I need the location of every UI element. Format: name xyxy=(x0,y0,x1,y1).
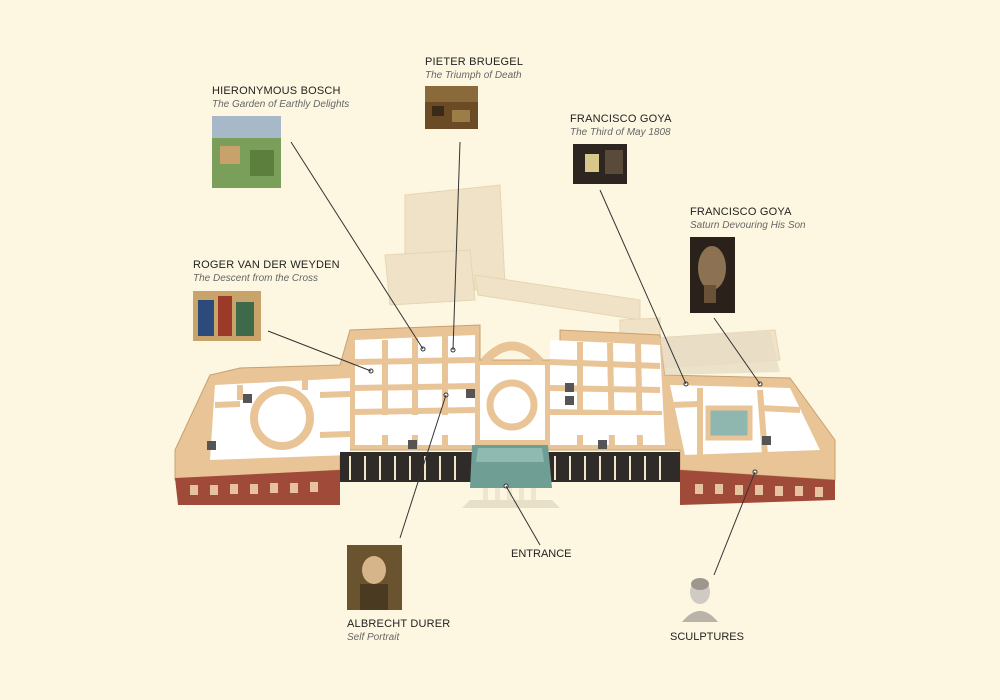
painting-durer xyxy=(347,545,402,610)
artist-name: ROGER VAN DER WEYDEN xyxy=(193,259,340,271)
label-durer: ALBRECHT DURER Self Portrait xyxy=(347,617,450,644)
artwork-title: Saturn Devouring His Son xyxy=(690,220,806,231)
leader-bosch xyxy=(290,141,424,350)
leader-entrance xyxy=(505,485,541,546)
leader-weyden xyxy=(267,330,372,372)
artwork-title: The Triumph of Death xyxy=(425,70,522,81)
service-icons xyxy=(207,383,771,450)
artist-name: ALBRECHT DURER xyxy=(347,618,451,630)
label-goya-saturn: FRANCISCO GOYA Saturn Devouring His Son xyxy=(690,205,806,232)
leader-goya-saturn xyxy=(713,317,761,385)
artist-name: FRANCISCO GOYA xyxy=(690,206,792,218)
painting-goya-saturn xyxy=(690,237,735,313)
artist-name: HIERONYMOUS BOSCH xyxy=(212,85,341,97)
label-bruegel: PIETER BRUEGEL The Triumph of Death xyxy=(425,55,523,82)
leader-bruegel xyxy=(452,141,461,351)
artist-name: FRANCISCO GOYA xyxy=(570,113,672,125)
artwork-title: The Third of May 1808 xyxy=(570,127,671,138)
label-weyden: ROGER VAN DER WEYDEN The Descent from th… xyxy=(193,258,340,285)
painting-weyden xyxy=(193,291,261,341)
painting-bruegel xyxy=(425,86,478,129)
leader-lines xyxy=(267,141,761,576)
label-goya-third-of-may: FRANCISCO GOYA The Third of May 1808 xyxy=(570,112,672,139)
label-bosch: HIERONYMOUS BOSCH The Garden of Earthly … xyxy=(212,84,349,111)
artwork-title: The Garden of Earthly Delights xyxy=(212,99,350,110)
museum-building xyxy=(174,324,836,508)
painting-bosch xyxy=(212,116,281,188)
leader-goya-third-of-may xyxy=(599,189,687,385)
artwork-title: Self Portrait xyxy=(347,632,400,643)
sculpture-bust-icon xyxy=(682,578,718,622)
label-entrance: ENTRANCE xyxy=(511,548,572,560)
leader-durer xyxy=(399,394,447,539)
label-sculptures: SCULPTURES xyxy=(670,631,744,643)
painting-goya-third-of-may xyxy=(573,144,627,184)
artist-name: PIETER BRUEGEL xyxy=(425,56,524,68)
artwork-title: The Descent from the Cross xyxy=(193,273,319,284)
leader-sculptures xyxy=(713,471,756,576)
